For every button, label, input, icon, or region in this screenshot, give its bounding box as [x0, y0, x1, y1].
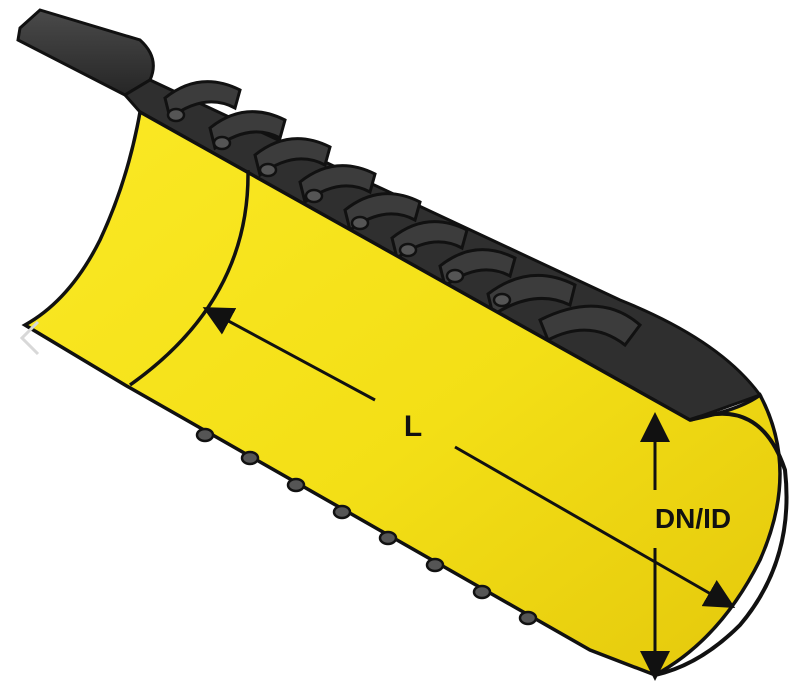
yellow-liner-surface: [21, 109, 782, 677]
outer-lining-strip: [16, 8, 155, 97]
liner-left-edge: [128, 169, 250, 387]
length-arrow-left: [202, 307, 376, 402]
liner-right-end: [654, 411, 789, 677]
rib-tube-ends-top: [166, 107, 512, 308]
diameter-dimension: DN/ID: [640, 412, 731, 681]
rib-tube-ends-bottom: [195, 427, 538, 626]
diameter-label: DN/ID: [655, 503, 731, 534]
chevron-left-icon[interactable]: [19, 320, 40, 356]
length-dimension: L: [202, 307, 736, 608]
length-arrow-right: [454, 445, 736, 608]
length-label: L: [404, 410, 422, 443]
